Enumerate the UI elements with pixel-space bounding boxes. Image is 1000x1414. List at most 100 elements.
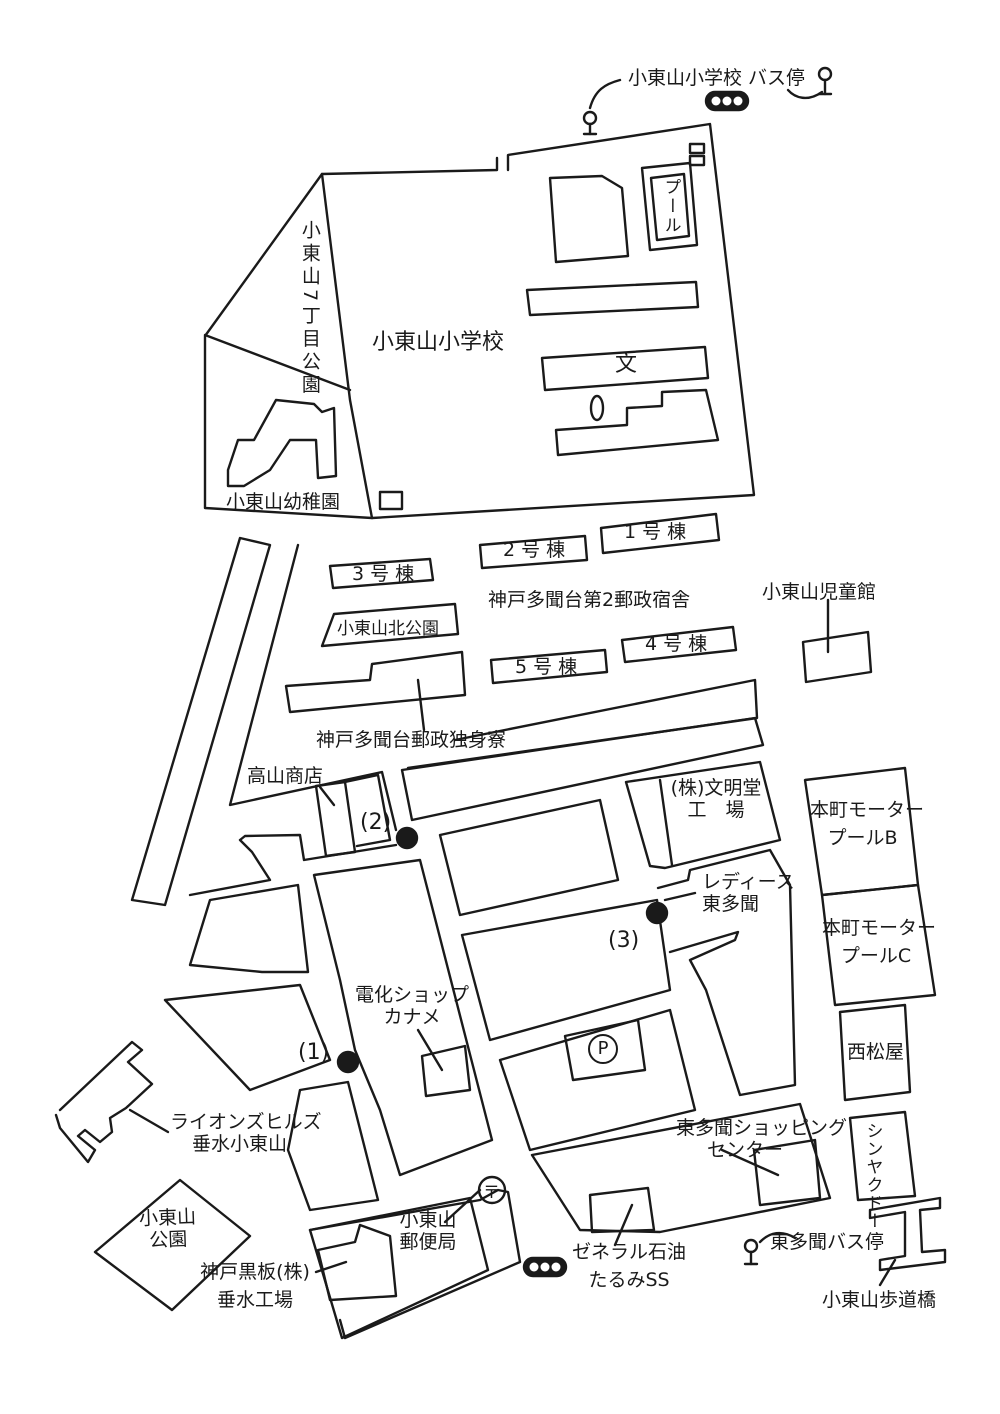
west-block-3	[286, 1080, 380, 1212]
label-denka-line2: カナメ	[383, 1005, 441, 1028]
label-post-line2: 郵便局	[399, 1230, 457, 1253]
school-building-main	[548, 174, 630, 264]
label-bldg-5: 5 号 棟	[515, 656, 578, 678]
label-park-line2: 公園	[148, 1228, 188, 1252]
bldg-4	[620, 625, 738, 664]
label-ladies-line2: 東多聞	[702, 892, 760, 915]
label-higashitamon-bus: 東多聞バス停	[770, 1231, 885, 1253]
bldg-2	[478, 534, 589, 570]
west-block-2	[163, 983, 332, 1092]
shopping-center-building	[752, 1138, 822, 1207]
label-takayama: 高山商店	[247, 765, 324, 787]
school-building-l	[554, 388, 720, 457]
kurobara-building	[316, 1223, 398, 1302]
label-housing: 神戸多聞台第2郵政宿舎	[488, 589, 691, 611]
school-boundary	[320, 122, 756, 520]
photo-point-3-label: (3)	[608, 928, 640, 953]
shopping-center-block	[530, 1102, 832, 1234]
label-ladies: レディース 東多聞	[702, 871, 795, 916]
school-gate-structure	[378, 490, 404, 511]
school-park-divider	[203, 333, 352, 392]
bunmeido-divider	[658, 778, 674, 867]
label-bunmeido-line1: (株)文明堂	[670, 777, 762, 799]
motor-pool-c	[820, 883, 937, 1007]
label-denka: 電化ショップ カナメ	[352, 984, 472, 1029]
label-kurobara-line2: 垂水工場	[216, 1288, 293, 1311]
label-bldg-3: 3 号 棟	[352, 563, 415, 585]
higashitamon-bus-leader	[758, 1231, 797, 1244]
bus-right-leader	[786, 88, 824, 100]
post-office-symbol: 〒	[483, 1183, 500, 1203]
label-motor-pool-b-line2: プールB	[827, 826, 898, 849]
footbridge-leader	[878, 1258, 897, 1287]
label-kindergarten: 小東山幼稚園	[226, 491, 341, 513]
kohigashiyama-park	[93, 1178, 252, 1312]
school-building-long-2	[540, 345, 710, 392]
pool-inner	[649, 172, 691, 242]
label-school-symbol: 文	[615, 352, 638, 377]
label-lions: ライオンズヒルズ 垂水小東山	[170, 1111, 322, 1156]
nishimatsuya	[838, 1003, 912, 1102]
label-nishimatsuya: 西松屋	[847, 1041, 905, 1063]
general-oil-building	[588, 1186, 656, 1234]
dorm-leader	[416, 678, 426, 732]
label-shopping: 東多聞ショッピング センター	[676, 1117, 848, 1162]
ladies-leader	[663, 891, 697, 902]
kurobara-leader	[314, 1260, 348, 1274]
label-bunmeido: (株)文明堂 工 場	[666, 777, 766, 822]
ladies-block	[656, 848, 797, 1097]
label-general-line2: たるみSS	[588, 1268, 670, 1291]
bus-stop-pin-icon	[582, 110, 598, 136]
label-bldg-4: 4 号 棟	[645, 633, 708, 655]
takayama-line	[343, 773, 392, 848]
traffic-light-icon	[522, 1256, 568, 1278]
photo-point-1-label: (1)	[298, 1040, 330, 1065]
label-school: 小東山小学校	[372, 330, 505, 355]
bldg-5	[489, 648, 609, 685]
canal-strip	[130, 536, 272, 907]
bunmeido-block	[624, 760, 782, 870]
school-pond	[589, 394, 605, 422]
lions-leader	[128, 1108, 170, 1134]
label-kohigashiyama-park: 小東山 公園	[127, 1206, 208, 1253]
shopping-leader	[720, 1148, 780, 1177]
bldg-3	[328, 557, 435, 590]
west-block-1	[188, 883, 310, 974]
pool	[640, 161, 699, 252]
small-structure-top	[688, 142, 706, 155]
bus-stop-pin-icon	[743, 1238, 759, 1266]
traffic-light-icon	[704, 90, 750, 112]
parking-lot	[563, 1018, 647, 1082]
shinyakudo	[848, 1110, 917, 1202]
road-edge-1	[188, 833, 398, 897]
label-dorm: 神戸多聞台郵政独身寮	[316, 729, 507, 751]
parking-block	[498, 1008, 697, 1152]
bus-stop-pin-icon	[817, 66, 833, 96]
label-shopping-line1: 東多聞ショッピング	[676, 1117, 848, 1139]
park7-boundary	[203, 172, 374, 520]
label-post-office: 小東山 郵便局	[388, 1209, 468, 1254]
label-kurobara: 神戸黒板(株) 垂水工場	[196, 1261, 314, 1312]
north-park	[320, 602, 460, 648]
bldg-1	[599, 512, 721, 555]
label-shinyakudo: シンヤクドー	[862, 1122, 883, 1230]
parking-icon: P	[588, 1034, 618, 1064]
photo-point-dot-icon	[395, 826, 419, 850]
label-lions-line1: ライオンズヒルズ	[170, 1111, 322, 1133]
label-kurobara-line1: 神戸黒板(株)	[200, 1261, 310, 1283]
label-denka-line1: 電化ショップ	[354, 984, 469, 1006]
school-building-long-1	[525, 280, 700, 317]
small-structure-top-2	[688, 154, 706, 167]
block-center-left	[312, 858, 494, 1177]
housing-south-road	[406, 678, 759, 770]
block-north-mid	[400, 716, 765, 822]
denka-leader	[416, 1028, 444, 1072]
label-lions-line2: 垂水小東山	[192, 1132, 288, 1155]
label-post-line1: 小東山	[399, 1209, 457, 1231]
photo-point-2-label: (2)	[360, 810, 392, 835]
label-bldg-2: 2 号 棟	[503, 539, 566, 561]
block-center-top	[438, 798, 620, 917]
label-footbridge: 小東山歩道橋	[822, 1289, 937, 1311]
